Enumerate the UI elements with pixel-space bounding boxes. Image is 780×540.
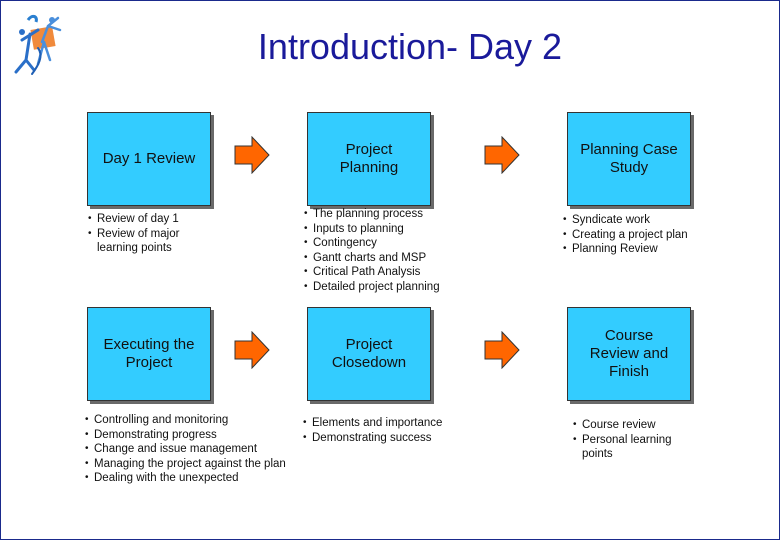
- list-item: Review of major learning points: [88, 227, 258, 256]
- arrow-right-icon: [484, 136, 520, 174]
- list-item: Gantt charts and MSP: [304, 251, 504, 266]
- list-item: Elements and importance: [303, 416, 503, 431]
- box-course-review: Course Review and Finish: [567, 307, 691, 401]
- list-item: Syndicate work: [563, 213, 763, 228]
- box-project-closedown: Project Closedown: [307, 307, 431, 401]
- list-item: The planning process: [304, 207, 504, 222]
- list-item: Change and issue management: [85, 442, 315, 457]
- logo-figures-icon: [14, 14, 62, 75]
- list-day1-review: Review of day 1 Review of major learning…: [88, 212, 258, 256]
- list-item: Dealing with the unexpected: [85, 471, 315, 486]
- list-item: Contingency: [304, 236, 504, 251]
- arrow-right-icon: [484, 331, 520, 369]
- list-item: Detailed project planning: [304, 280, 504, 295]
- list-item: Course review: [573, 418, 753, 433]
- list-item: Demonstrating progress: [85, 428, 315, 443]
- list-planning-case-study: Syndicate work Creating a project plan P…: [563, 213, 763, 257]
- box-day1-review: Day 1 Review: [87, 112, 211, 206]
- list-item: Planning Review: [563, 242, 763, 257]
- arrow-right-icon: [234, 136, 270, 174]
- list-item: Personal learning points: [573, 433, 753, 462]
- arrow-right-icon: [234, 331, 270, 369]
- list-item: Controlling and monitoring: [85, 413, 315, 428]
- box-planning-case-study: Planning Case Study: [567, 112, 691, 206]
- list-item: Review of day 1: [88, 212, 258, 227]
- list-project-planning: The planning process Inputs to planning …: [304, 207, 504, 294]
- list-course-review: Course review Personal learning points: [573, 418, 753, 462]
- list-item: Inputs to planning: [304, 222, 504, 237]
- list-project-closedown: Elements and importance Demonstrating su…: [303, 416, 503, 445]
- list-executing-project: Controlling and monitoring Demonstrating…: [85, 413, 315, 486]
- list-item: Creating a project plan: [563, 228, 763, 243]
- box-executing-project: Executing the Project: [87, 307, 211, 401]
- list-item: Managing the project against the plan: [85, 457, 315, 472]
- list-item: Critical Path Analysis: [304, 265, 504, 280]
- box-project-planning: Project Planning: [307, 112, 431, 206]
- list-item: Demonstrating success: [303, 431, 503, 446]
- page-title: Introduction- Day 2: [257, 26, 563, 67]
